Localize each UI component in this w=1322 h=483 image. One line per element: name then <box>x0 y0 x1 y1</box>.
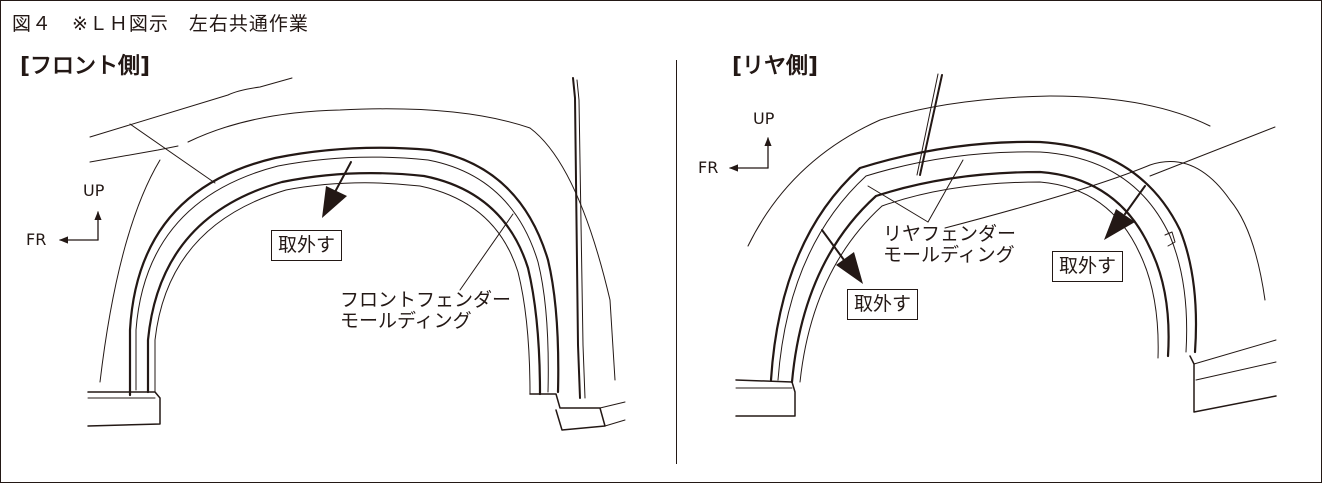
front-up-label: UP <box>83 181 105 200</box>
rear-part-label-line1: リヤフェンダー <box>883 223 1017 245</box>
panel-divider <box>676 60 677 464</box>
front-part-label-line1: フロントフェンダー <box>340 289 512 311</box>
rear-fr-label: FR <box>698 158 719 177</box>
front-fr-label: FR <box>26 230 47 249</box>
rear-up-label: UP <box>753 109 775 128</box>
rear-part-label-line2: モールディング <box>883 244 1015 266</box>
rear-remove-label-1: 取外す <box>847 289 919 320</box>
rear-fender-drawing <box>729 73 1277 417</box>
front-side-heading: [フロント側] <box>20 54 151 79</box>
rear-remove-label-2: 取外す <box>1052 251 1124 282</box>
front-remove-label: 取外す <box>271 230 343 261</box>
front-part-label-line2: モールディング <box>340 310 472 332</box>
figure-title: 図４ ※ＬＨ図示 左右共通作業 <box>12 13 309 35</box>
front-fender-drawing <box>59 77 626 431</box>
rear-side-heading: [リヤ側] <box>732 54 819 79</box>
